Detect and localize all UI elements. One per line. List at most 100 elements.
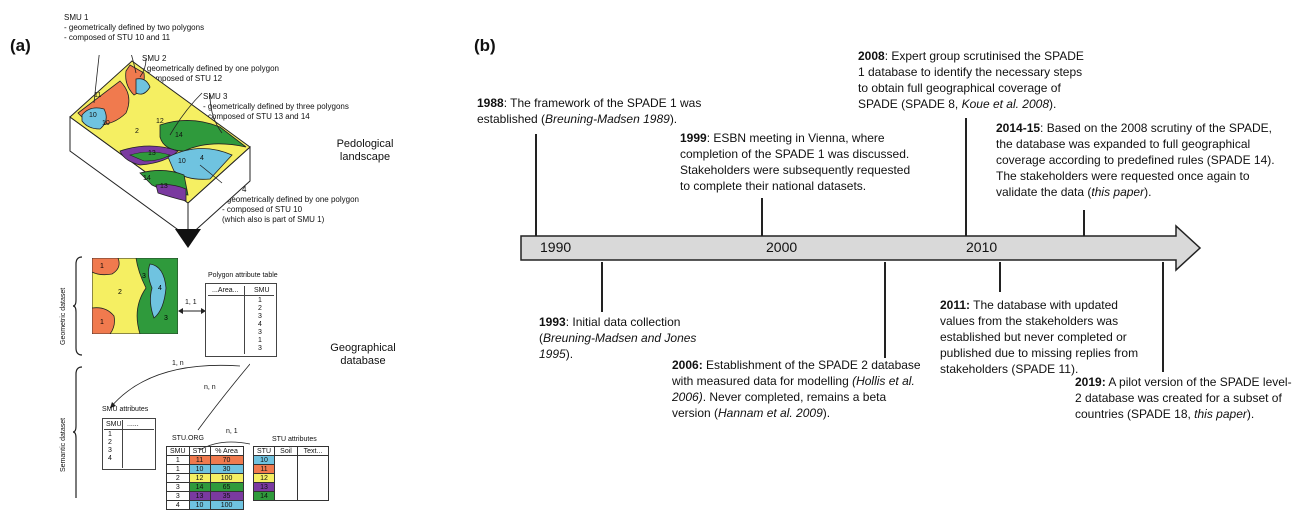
polygon-smu-v6: 1: [258, 337, 262, 344]
event-2008-year: 2008: [858, 49, 885, 63]
smu2-line2: - composed of STU 12: [142, 74, 223, 83]
stu-org-smu: 2: [166, 473, 190, 483]
map-region-blue: [148, 263, 167, 319]
table-row: 14: [253, 491, 329, 501]
event-2006-line3b: . Never completed, remains a beta: [702, 390, 887, 404]
event-2011-line4: published due to missing replies from: [940, 346, 1139, 360]
event-1988-ref: Breuning-Madsen 1989: [545, 112, 670, 126]
axis-year-1990: 1990: [540, 239, 572, 255]
smu2-annotation: SMU 2 - geometrically defined by one pol…: [142, 54, 279, 84]
polygon-col-area: ...Area...: [212, 287, 239, 294]
landscape-label-2: 2: [135, 128, 139, 135]
event-1993-line3b: ).: [565, 347, 574, 361]
landscape-label-14b: 14: [143, 175, 151, 182]
stu-org-title: STU.ORG: [172, 435, 204, 442]
smu-attr-v2: 2: [108, 439, 112, 446]
event-2019-line3a: countries (SPADE 18,: [1075, 407, 1195, 421]
stu-org-area: 65: [209, 482, 244, 492]
event-2019-line2: 2 database was created for a subset of: [1075, 391, 1282, 405]
table-row: 11: [253, 464, 329, 474]
event-2006-year: 2006:: [672, 358, 703, 372]
smu1-line1: - geometrically defined by two polygons: [64, 23, 205, 32]
geometric-map: 1 2 3 4 3 1: [92, 258, 178, 334]
stu-org-smu: 1: [166, 464, 190, 474]
polygon-smu-v1: 1: [258, 297, 262, 304]
smu3-annotation: SMU 3 - geometrically defined by three p…: [203, 92, 349, 122]
stu-attr-stu: 14: [253, 491, 275, 501]
region-blue-1: [81, 107, 107, 130]
polygon-col-smu: SMU: [254, 287, 270, 294]
stu-org-col-stu: STU: [188, 446, 211, 456]
polygon-table-title: Polygon attribute table: [208, 272, 278, 279]
table-row: 12: [253, 473, 329, 483]
smu-attr-v4: 4: [108, 455, 112, 462]
event-2008-line4b: ).: [1049, 97, 1057, 111]
tick-2011: [999, 262, 1001, 292]
event-1993-ref: Breuning-Madsen and Jones: [543, 331, 697, 345]
smu3-line1: - geometrically defined by three polygon…: [203, 102, 349, 111]
map-label-2: 2: [118, 289, 122, 296]
map-region-orange-1: [92, 258, 120, 276]
stu-org-col-smu: SMU: [166, 446, 190, 456]
event-2011-line5: stakeholders (SPADE 11).: [940, 362, 1079, 376]
event-2008-ref: Koue et al. 2008: [961, 97, 1049, 111]
geometric-bracket: [73, 256, 83, 356]
timeline-arrow: [520, 224, 1202, 272]
landscape-label-11: 11: [94, 92, 102, 99]
polygon-smu-v3: 3: [258, 313, 262, 320]
tick-2019: [1162, 262, 1164, 372]
stu-org-stu: 10: [188, 500, 211, 510]
region-green-2: [129, 151, 171, 162]
stu-org-smu: 1: [166, 455, 190, 465]
stu-org-stu: 12: [188, 473, 211, 483]
smu4-line3: (which also is part of SMU 1): [222, 215, 325, 224]
pedological-landscape-label: Pedological landscape: [325, 138, 405, 164]
event-2014: 2014-15: Based on the 2008 scrutiny of t…: [996, 120, 1275, 200]
stu-attr-col-text: Text...: [297, 446, 329, 456]
smu1-title: SMU 1: [64, 13, 89, 22]
event-2014-line3: coverage according to predefined rules (…: [996, 153, 1275, 167]
event-2008-line4a: SPADE (SPADE 8,: [858, 97, 962, 111]
map-label-3a: 3: [142, 273, 146, 280]
smu2-line1: - geometrically defined by one polygon: [142, 64, 279, 73]
smu1-annotation: SMU 1 - geometrically defined by two pol…: [64, 13, 204, 43]
event-2011-line1: The database with updated: [970, 298, 1118, 312]
smu4-line1: - geometrically defined by one polygon: [222, 195, 359, 204]
event-1993-ref-year: 1995: [539, 347, 566, 361]
event-2006-ref: (Hollis et al.: [852, 374, 915, 388]
smu-attr-col-dots: ......: [127, 421, 139, 428]
tick-1999: [761, 198, 763, 236]
stu-attr-header: STU Soil Text...: [253, 446, 329, 456]
polygon-smu-v2: 2: [258, 305, 262, 312]
event-1999-line4: to complete their national datasets.: [680, 179, 867, 193]
event-2011-year: 2011:: [940, 298, 971, 312]
smu1-line2: - composed of STU 10 and 11: [64, 33, 171, 42]
smu-attr-title: SMU attributes: [102, 406, 149, 413]
stu-attr-stu: 10: [253, 455, 275, 465]
event-2008-line3: to obtain full geographical coverage of: [858, 81, 1061, 95]
axis-year-2000: 2000: [766, 239, 798, 255]
card-n-1: n, 1: [226, 428, 238, 435]
event-1993: 1993: Initial data collection (Breuning-…: [539, 315, 697, 361]
stu-org-area: 100: [209, 473, 244, 483]
panel-a-label: (a): [10, 36, 31, 55]
card-1-n: 1, n: [172, 360, 184, 367]
event-1988-year: 1988: [477, 96, 504, 110]
tick-2006: [884, 262, 886, 358]
event-1999-line1: : ESBN meeting in Vienna, where: [706, 131, 885, 145]
card-1-1: 1, 1: [185, 299, 197, 306]
event-2006-line2a: with measured data for modelling: [672, 374, 853, 388]
landscape-label-4: 4: [200, 155, 204, 162]
semantic-bracket: [73, 366, 83, 498]
map-label-1a: 1: [100, 263, 104, 270]
event-2006: 2006: Establishment of the SPADE 2 datab…: [672, 357, 921, 421]
landscape-label-10c: 10: [178, 158, 186, 165]
landscape-label-13b: 13: [160, 183, 168, 190]
stu-org-stu: 13: [188, 491, 211, 501]
region-blue-2: [135, 78, 151, 95]
smu3-line2: - composed of STU 13 and 14: [203, 112, 310, 121]
stu-org-area: 30: [209, 464, 244, 474]
pedological-label-line2: landscape: [339, 151, 391, 163]
stu-attr-stu: 12: [253, 473, 275, 483]
